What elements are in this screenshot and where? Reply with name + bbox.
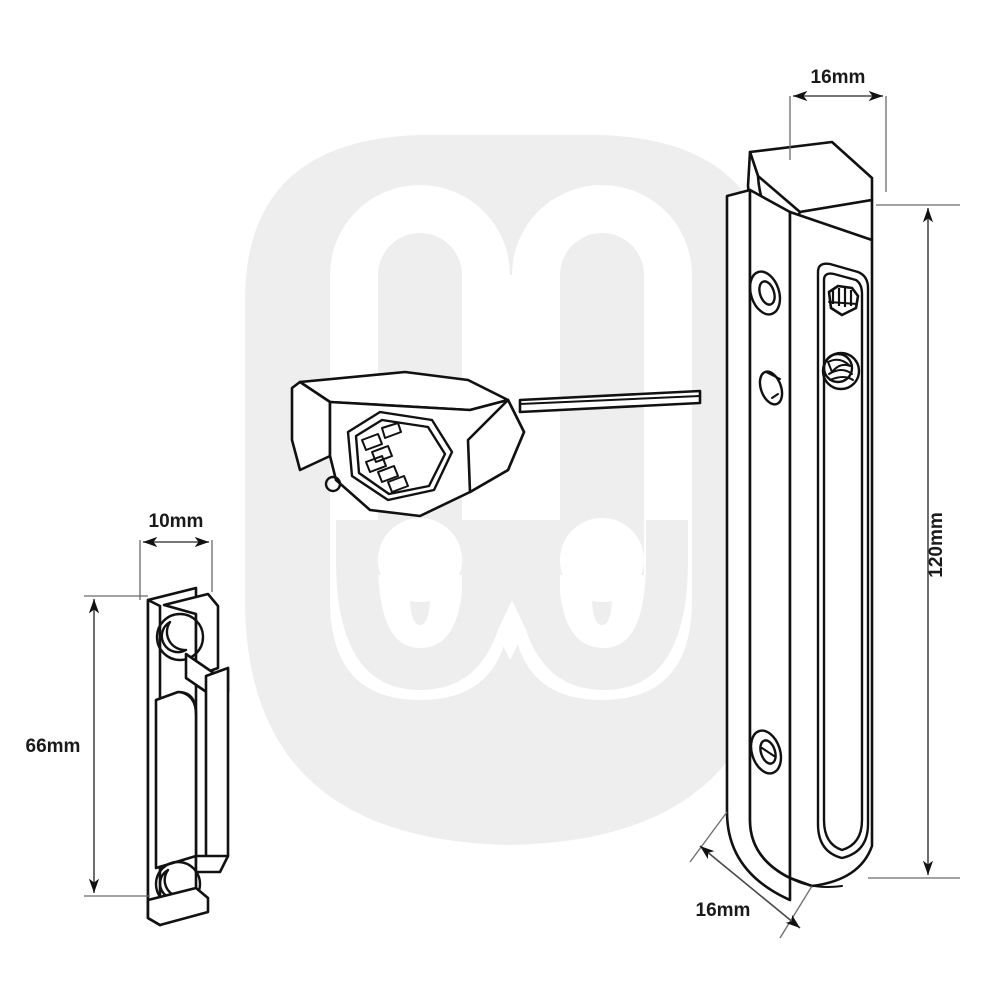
keep-screw-holes (748, 270, 784, 775)
keep-hex-socket (827, 284, 860, 317)
dim-66mm-left: 66mm (26, 595, 150, 897)
dim-10mm-label: 10mm (149, 511, 204, 532)
keep-screw-head (821, 351, 861, 391)
dim-66mm-label: 66mm (26, 736, 81, 757)
dim-16mm-top: 16mm (789, 67, 887, 192)
part-keep (725, 140, 874, 902)
part-allen-key (290, 370, 702, 518)
dim-120mm-label: 120mm (926, 512, 947, 578)
dim-16mm-top-label: 16mm (811, 67, 866, 88)
dim-16mm-bottom-label: 16mm (696, 900, 751, 921)
dim-120mm-right: 120mm (868, 204, 960, 879)
part-striker-plate (146, 586, 230, 927)
w-logo-watermark (240, 130, 780, 850)
dim-10mm-left: 10mm (139, 511, 213, 600)
dim-16mm-bottom: 16mm (689, 811, 813, 939)
allen-key-branding (361, 422, 409, 493)
watermark-w-lower-arc (336, 520, 688, 690)
